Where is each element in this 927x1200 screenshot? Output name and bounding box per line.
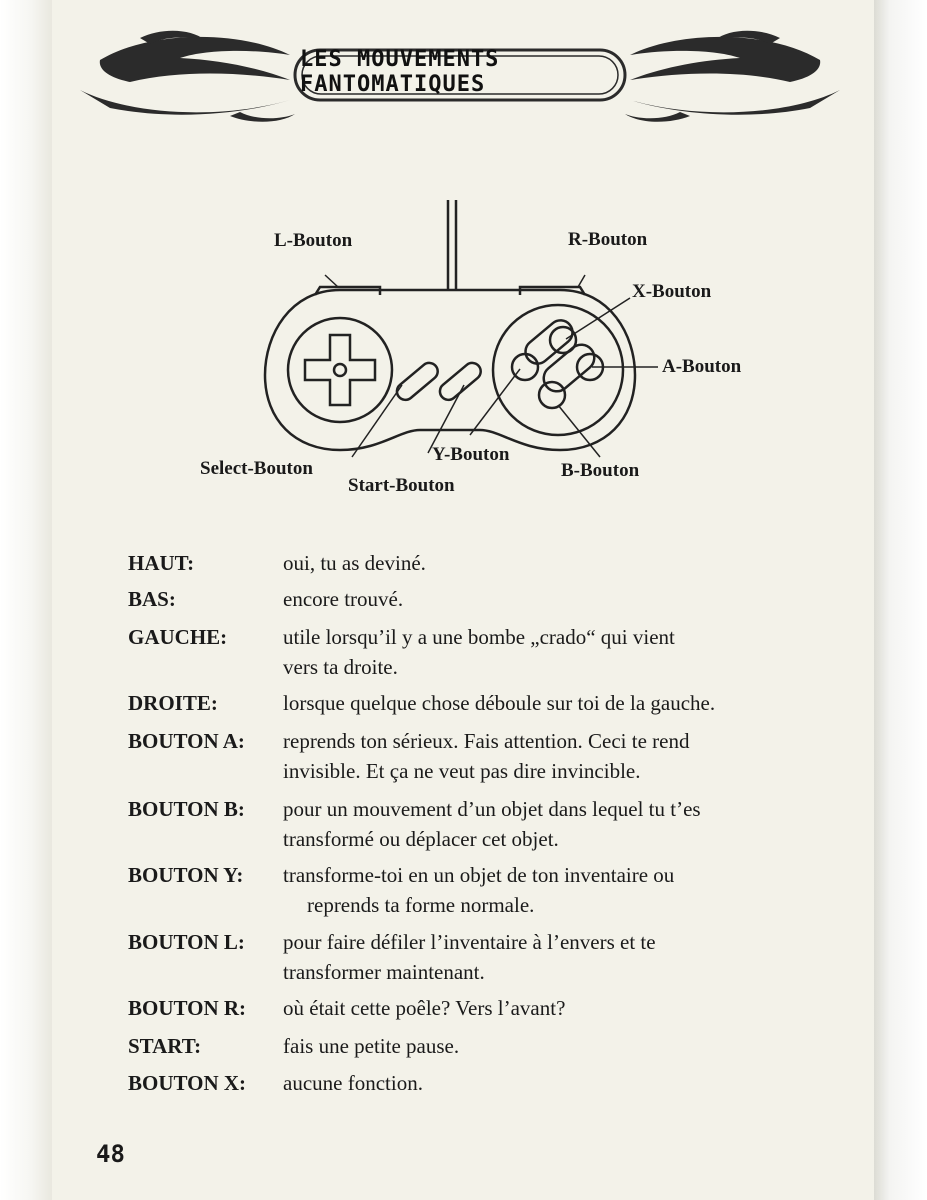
mapping-key: BOUTON R: xyxy=(128,996,247,1020)
description-line: pour faire défiler l’inventaire à l’enve… xyxy=(283,930,656,954)
controller-diagram: L-Bouton R-Bouton X-Bouton A-Bouton Y-Bo… xyxy=(180,195,780,505)
mapping-description: encore trouvé. xyxy=(283,584,823,614)
a-button-label: A-Bouton xyxy=(662,356,742,377)
b-button-label: B-Bouton xyxy=(561,460,640,481)
mapping-description: reprends ton sérieux. Fais attention. Ce… xyxy=(283,726,823,786)
description-line: transformé ou déplacer cet objet. xyxy=(283,827,559,851)
r-button-label: R-Bouton xyxy=(568,229,648,250)
mapping-description: où était cette poêle? Vers l’avant? xyxy=(283,993,823,1023)
description-line: aucune fonction. xyxy=(283,1071,423,1095)
y-button-label: Y-Bouton xyxy=(432,444,510,465)
page-title: LES MOUVEMENTS FANTOMATIQUES xyxy=(300,47,500,97)
description-line: invisible. Et ça ne veut pas dire invinc… xyxy=(283,759,641,783)
description-line: encore trouvé. xyxy=(283,587,404,611)
page-number: 48 xyxy=(96,1140,125,1168)
mapping-key: GAUCHE: xyxy=(128,625,228,649)
mapping-key: BOUTON Y: xyxy=(128,863,244,887)
description-line: transformer maintenant. xyxy=(283,960,485,984)
description-line: pour un mouvement d’un objet dans lequel… xyxy=(283,797,701,821)
mapping-description: transforme-toi en un objet de ton invent… xyxy=(283,860,823,920)
mapping-key: BOUTON A: xyxy=(128,729,245,753)
page-right-margin xyxy=(874,0,927,1200)
manual-page xyxy=(52,0,874,1200)
mapping-key: HAUT: xyxy=(128,551,195,575)
mapping-description: oui, tu as deviné. xyxy=(283,548,823,578)
mapping-key: BOUTON X: xyxy=(128,1071,247,1095)
select-button-label: Select-Bouton xyxy=(200,458,313,479)
mapping-description: pour un mouvement d’un objet dans lequel… xyxy=(283,794,823,854)
mapping-key: START: xyxy=(128,1034,202,1058)
x-button-label: X-Bouton xyxy=(632,281,712,302)
mapping-description: pour faire défiler l’inventaire à l’enve… xyxy=(283,927,823,987)
description-line: oui, tu as deviné. xyxy=(283,551,426,575)
snes-controller-illustration xyxy=(263,200,658,458)
mapping-key: BAS: xyxy=(128,587,176,611)
mapping-description: aucune fonction. xyxy=(283,1068,823,1098)
header-ornament xyxy=(80,30,840,122)
page-left-margin xyxy=(0,0,52,1200)
mapping-description: lorsque quelque chose déboule sur toi de… xyxy=(283,688,823,718)
mapping-key: BOUTON L: xyxy=(128,930,245,954)
mapping-key: DROITE: xyxy=(128,691,218,715)
description-line: où était cette poêle? Vers l’avant? xyxy=(283,996,566,1020)
description-line: reprends ta forme normale. xyxy=(307,893,535,917)
description-line: utile lorsqu’il y a une bombe „crado“ qu… xyxy=(283,625,675,649)
description-line: fais une petite pause. xyxy=(283,1034,460,1058)
description-line: reprends ton sérieux. Fais attention. Ce… xyxy=(283,729,690,753)
description-line: lorsque quelque chose déboule sur toi de… xyxy=(283,691,716,715)
description-line: vers ta droite. xyxy=(283,655,398,679)
mapping-description: fais une petite pause. xyxy=(283,1031,823,1061)
mapping-description: utile lorsqu’il y a une bombe „crado“ qu… xyxy=(283,622,823,682)
dpad-ring xyxy=(286,316,394,424)
l-button-label: L-Bouton xyxy=(274,230,353,251)
description-line: transforme-toi en un objet de ton invent… xyxy=(283,863,675,887)
start-button-label: Start-Bouton xyxy=(348,475,455,496)
mapping-key: BOUTON B: xyxy=(128,797,245,821)
